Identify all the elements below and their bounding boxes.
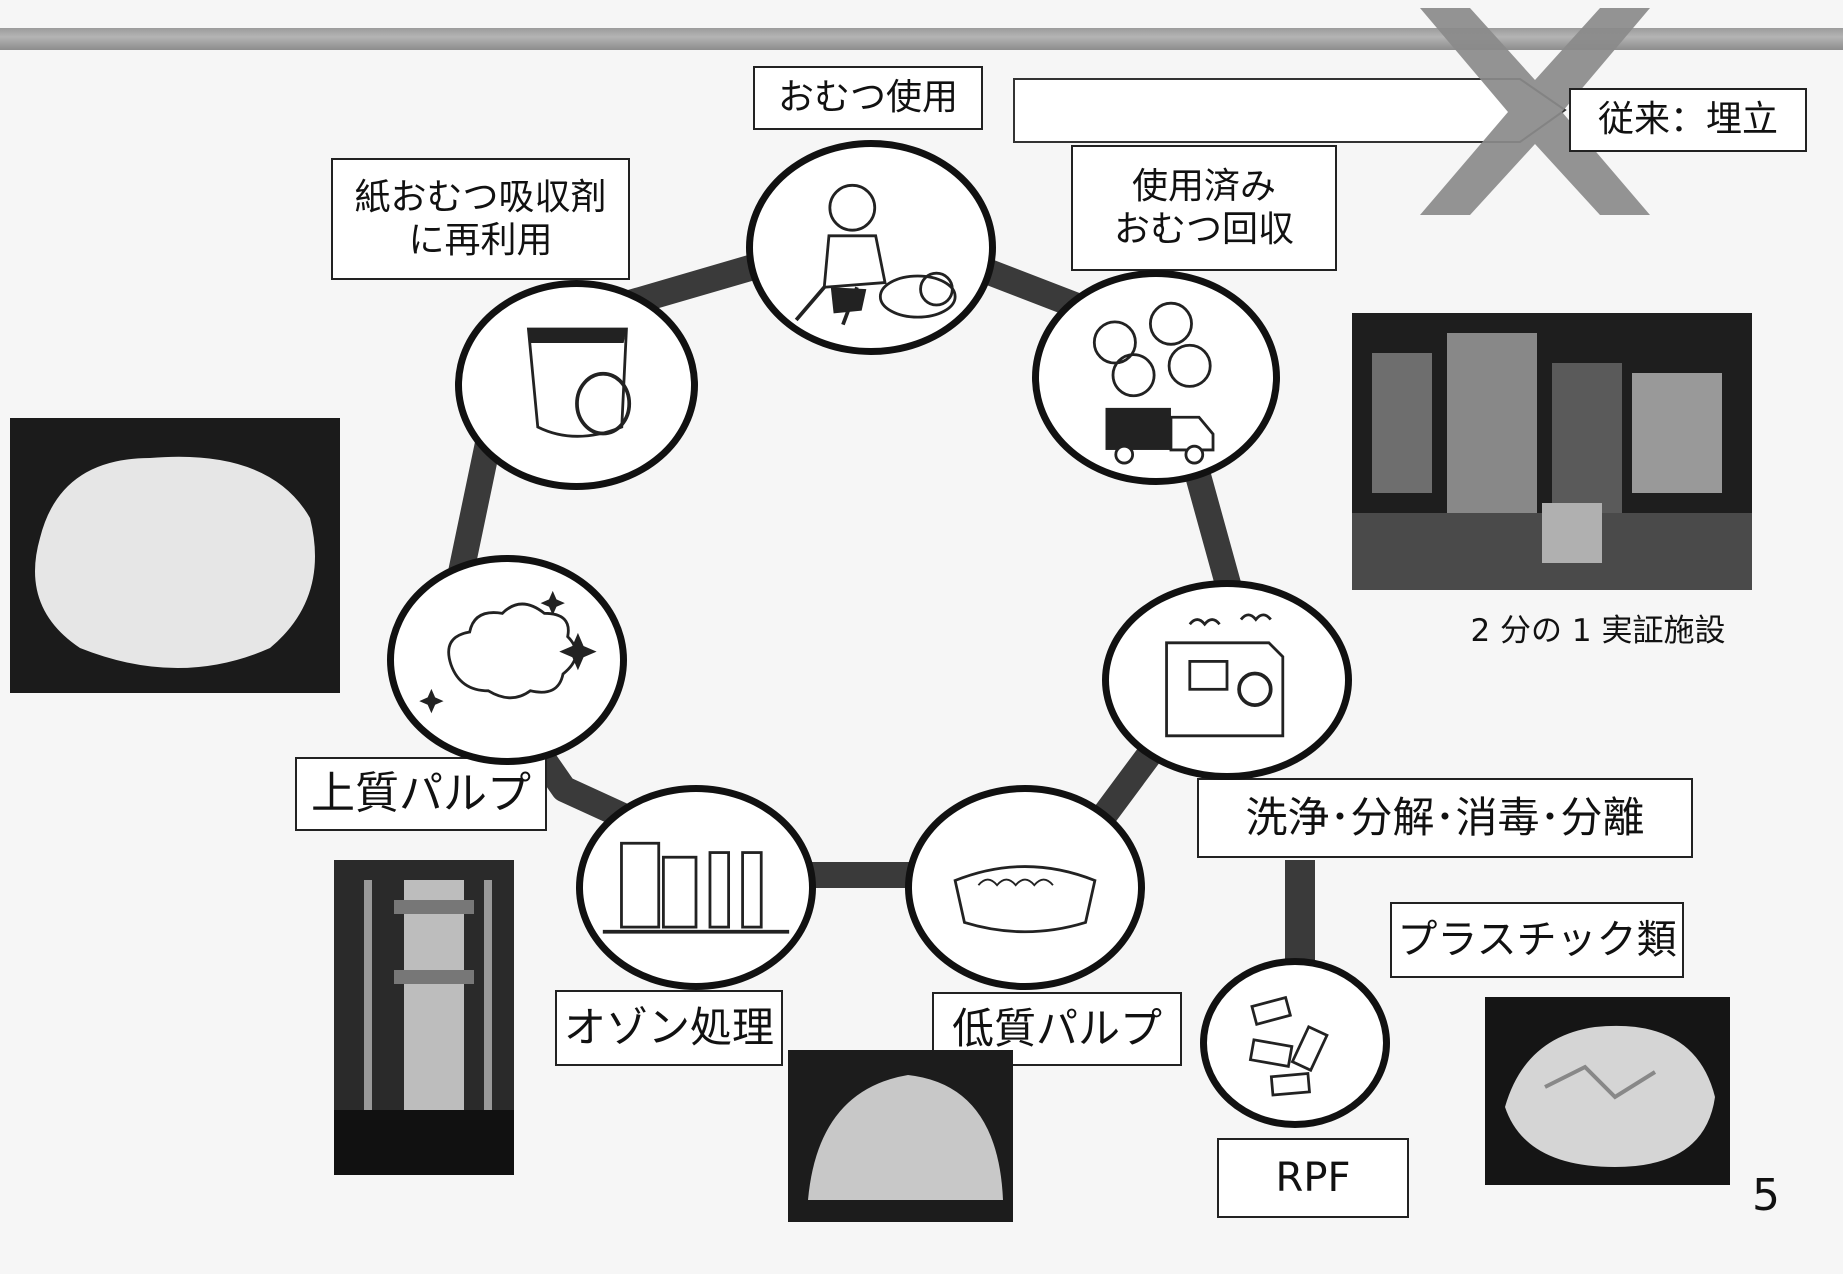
circle-diaper-use [746, 140, 996, 355]
circle-reuse-diaper [455, 280, 698, 490]
garbage-truck-icon [1092, 301, 1215, 465]
parent-child-icon [794, 183, 957, 326]
label-high-quality-pulp: 上質パルプ [295, 757, 547, 831]
label-rpf: RPF [1217, 1138, 1409, 1218]
label-ozone-treatment: オゾン処理 [555, 990, 783, 1066]
label-collection: 使用済み おむつ回収 [1071, 145, 1337, 271]
label-wash-process: 洗浄･分解･消毒･分離 [1197, 778, 1693, 858]
circle-wash-facility [1102, 580, 1352, 780]
circle-high-pulp [387, 555, 627, 765]
header-band [0, 28, 1843, 50]
cotton-sparkle-icon [419, 590, 597, 714]
facility-caption: 2 分の 1 実証施設 [1470, 613, 1726, 649]
photo-demo-facility [1352, 313, 1752, 590]
label-plastics: プラスチック類 [1390, 902, 1684, 978]
circle-ozone [576, 785, 816, 990]
cross-mark-icon [1420, 8, 1650, 215]
label-conventional-landfill: 従来：埋立 [1569, 88, 1807, 152]
ozone-equipment-icon [602, 841, 790, 934]
circle-collection [1032, 270, 1280, 485]
label-reuse-absorbent: 紙おむつ吸収剤 に再利用 [331, 158, 630, 280]
washing-facility-icon [1165, 613, 1285, 738]
photo-ozone-reactor [334, 860, 514, 1175]
photo-plastics [1485, 997, 1730, 1185]
rpf-pellet-icon [1248, 995, 1329, 1097]
page-number: 5 [1752, 1170, 1780, 1221]
diaper-icon [526, 327, 632, 438]
pulp-tray-icon [953, 865, 1097, 934]
label-diaper-use: おむつ使用 [753, 66, 983, 130]
circle-low-pulp [905, 785, 1145, 990]
conventional-arrow [1013, 78, 1567, 143]
photo-low-pulp [788, 1050, 1013, 1222]
circle-rpf [1200, 958, 1390, 1128]
photo-high-pulp [10, 418, 340, 693]
